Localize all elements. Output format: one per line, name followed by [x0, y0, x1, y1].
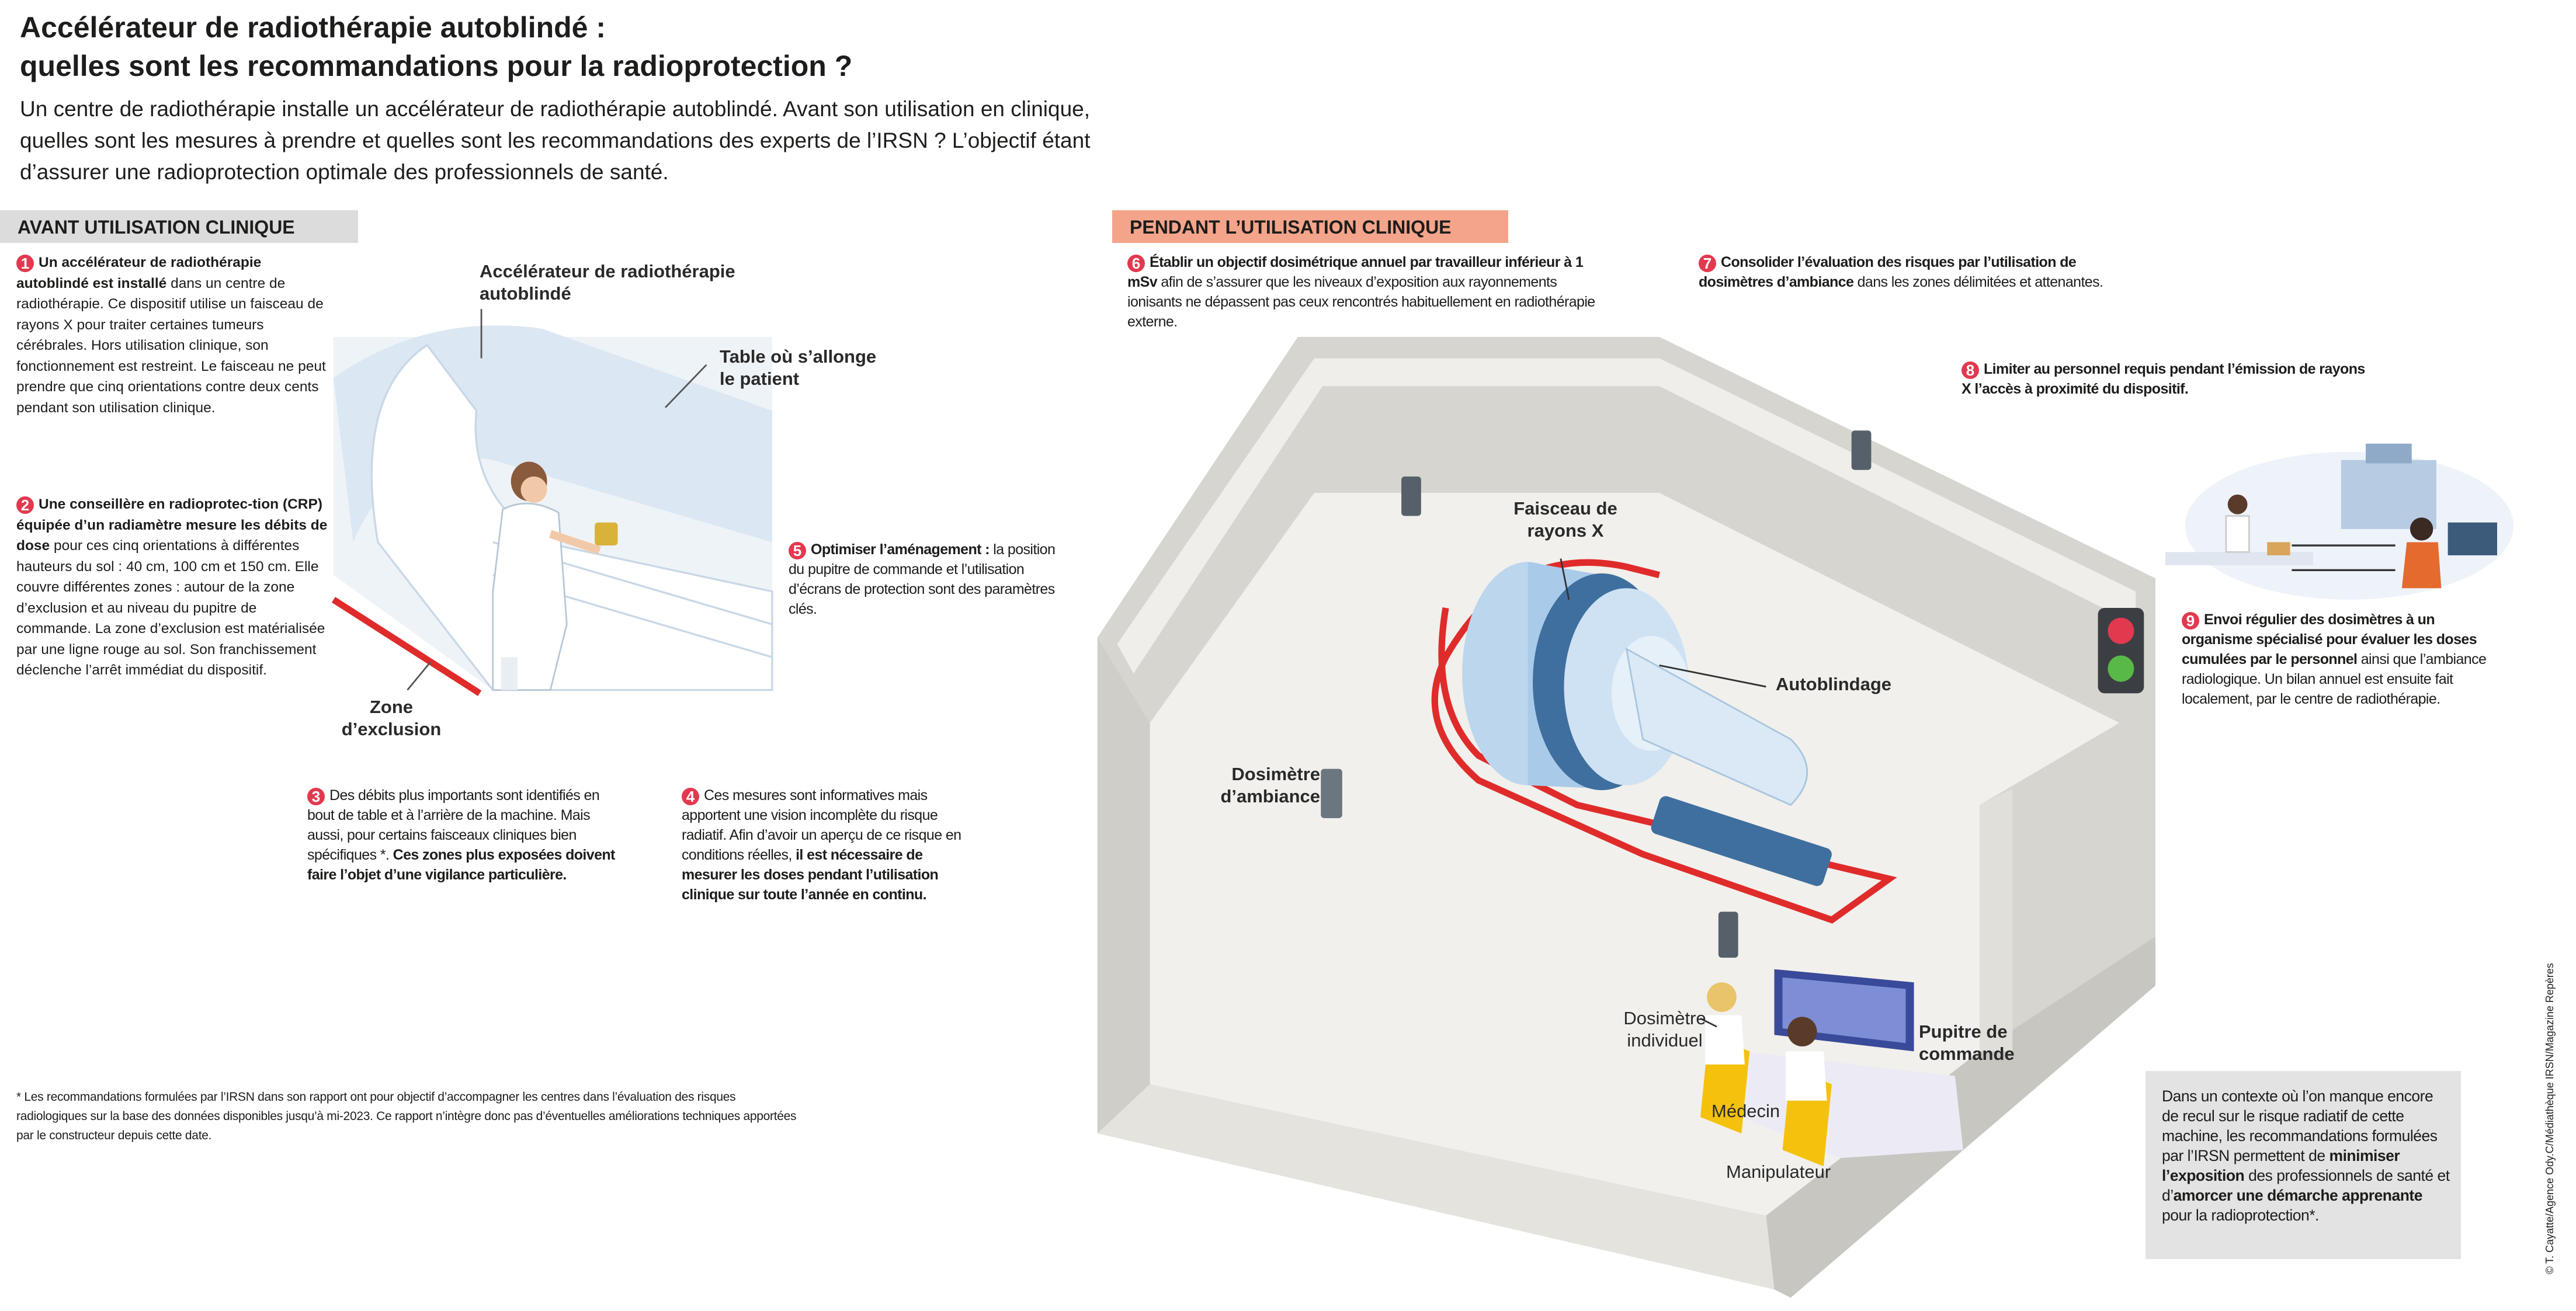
summary-text: pour la radioprotection*. [2162, 1206, 2319, 1224]
item-bold: Optimiser l’aménagement : [811, 541, 990, 558]
item-text: dans un centre de radiothérapie. Ce disp… [16, 275, 326, 416]
item-bold: Une conseillère en radioprotec-tion (CRP… [16, 496, 328, 554]
dosimeter-icons [1321, 430, 1872, 958]
dosimeter-shipping-scene [2165, 443, 2514, 600]
summary-text: des professionnels de santé et d’ [2162, 1167, 2450, 1204]
title-line-1: Accélérateur de radiothérapie autoblindé… [20, 11, 606, 44]
ambient-dosimeter-icon [1321, 768, 1342, 818]
step-number-badge: 3 [307, 788, 325, 805]
label-ambient-dosimeter: Dosimètre d’ambiance [1220, 764, 1320, 806]
item-text: pour ces cinq orientations à différentes… [16, 538, 325, 678]
intro-paragraph: Un centre de radiothérapie installe un a… [20, 97, 1091, 184]
footnote: * Les recommandations formulées par l’IR… [16, 1090, 797, 1142]
ambient-dosimeter-icon [1718, 912, 1738, 958]
item-5: 5 Optimiser l’aménagement : la position d… [789, 540, 1069, 619]
item-bold: il est nécessaire de mesurer les doses p… [682, 847, 939, 903]
radiameter-icon [595, 522, 618, 546]
label-personal-dosimeter: Dosimètre individuel [1623, 1008, 1706, 1051]
item-text: afin de s’assurer que les niveaux d’expo… [1127, 274, 1595, 330]
ambient-dosimeter-icon [1851, 430, 1872, 470]
item-bold: Établir un objectif dosimétrique annuel … [1127, 254, 1584, 290]
step-number-badge: 7 [1699, 255, 1716, 272]
section-header-pendant: PENDANT L’UTILISATION CLINIQUE [1112, 210, 1508, 243]
step-number-badge: 5 [789, 542, 806, 559]
control-console [1700, 969, 1963, 1167]
item-text: Ces mesures sont informatives mais appor… [682, 787, 961, 863]
summary-bold: amorcer une démarche apprenante [2173, 1187, 2423, 1204]
step-number-badge: 1 [16, 255, 34, 272]
step-number-badge: 9 [2182, 612, 2199, 630]
label-shielding: Autoblindage [1776, 674, 1892, 694]
label-beam: Faisceau de rayons X [1513, 498, 1617, 541]
summary-text: Dans un contexte où l’on manque encore d… [2162, 1087, 2438, 1164]
item-bold: Limiter au personnel requis pendant l’ém… [1961, 361, 2365, 397]
step-number-badge: 6 [1127, 255, 1145, 272]
photo-credit: © T. Cayatte/Agence Ody.C/Médiathèque IR… [2544, 963, 2556, 1274]
label-operator: Manipulateur [1726, 1162, 1831, 1182]
item-text: Des débits plus importants sont identifi… [307, 787, 600, 863]
label-table: Table où s’allonge le patient [720, 346, 877, 389]
label-doctor: Médecin [1711, 1101, 1780, 1121]
exclusion-line [331, 597, 482, 696]
item-text: la position du pupitre de commande et l’… [789, 541, 1056, 617]
crp-woman-figure [492, 461, 618, 691]
item-text: ainsi que l’ambiance radiologique. Un bi… [2182, 651, 2487, 707]
label-accelerator: Accélérateur de radiothérapie autoblindé [480, 261, 735, 304]
accelerator-machine [1462, 562, 1832, 886]
step-number-badge: 2 [16, 496, 34, 514]
item-text: dans les zones délimitées et attenantes. [1853, 274, 2103, 290]
title-line-2: quelles sont les recommandations pour la… [20, 50, 853, 82]
page-title: Accélérateur de radiothérapie autoblindé… [20, 8, 852, 85]
item-bold: Envoi régulier des dosimètres à un organ… [2182, 611, 2477, 667]
summary-bold: minimiser l’exposition [2162, 1147, 2400, 1184]
summary-box: Dans un contexte où l’on manque encore d… [2145, 1071, 2461, 1259]
section-header-avant: AVANT UTILISATION CLINIQUE [0, 210, 358, 243]
label-exclusion-zone: Zone d’exclusion [341, 697, 442, 739]
ambient-dosimeter-icon [1401, 476, 1421, 516]
step-number-badge: 4 [682, 788, 699, 805]
label-console: Pupitre de commande [1919, 1021, 2015, 1064]
step-number-badge: 8 [1961, 361, 1979, 379]
item-bold: Un accélérateur de radiothérapie autobli… [16, 255, 262, 291]
item-bold: Consolider l’évaluation des risques par … [1699, 254, 2077, 290]
item-bold: Ces zones plus exposées doivent faire l’… [307, 847, 615, 883]
traffic-light-icon [2098, 607, 2144, 694]
